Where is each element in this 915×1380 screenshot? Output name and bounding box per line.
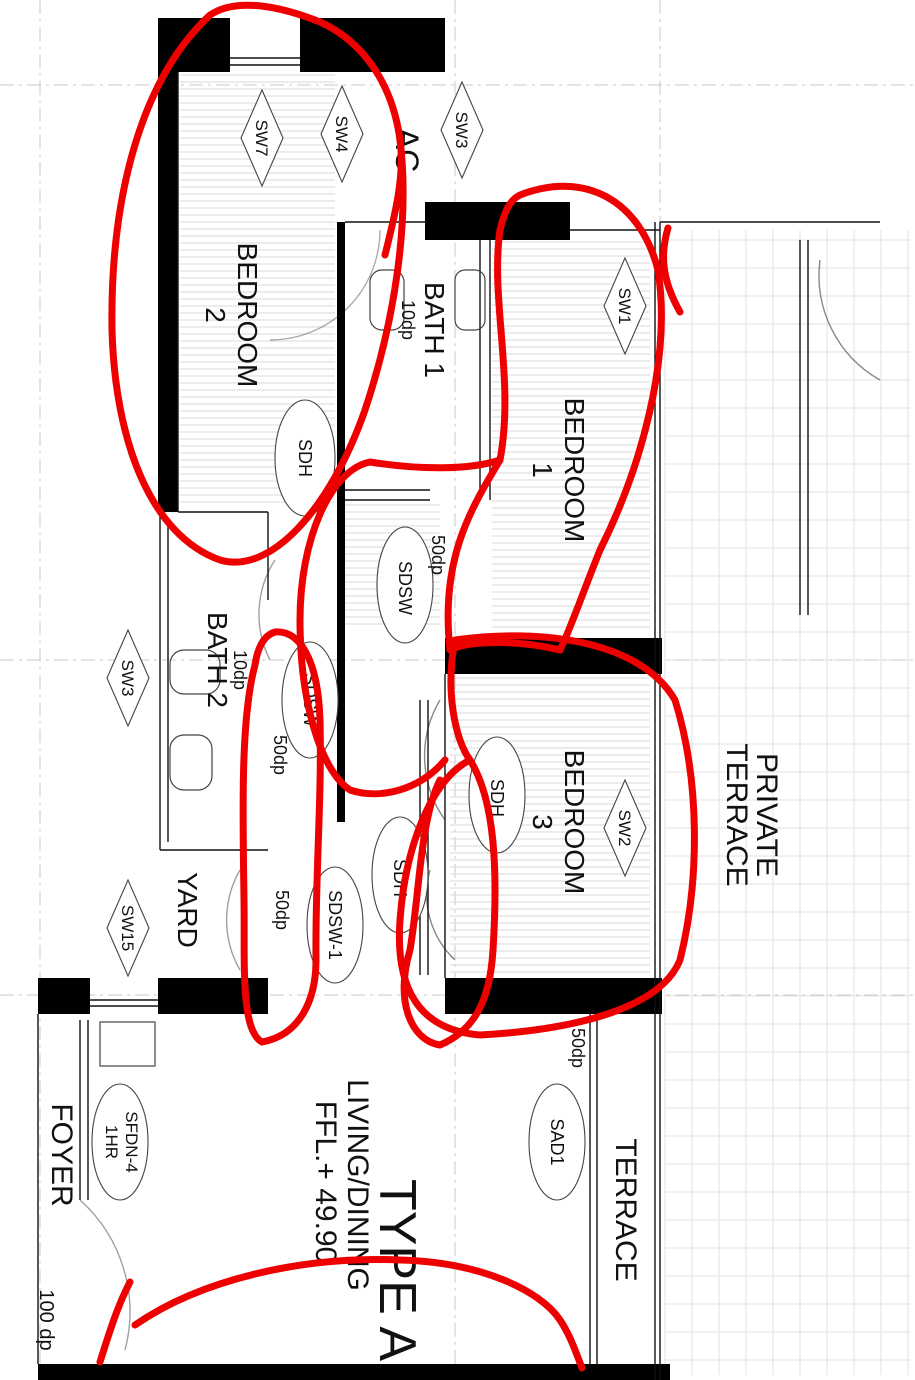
fixtures bbox=[99, 269, 486, 1067]
sdsw1-tag bbox=[306, 866, 364, 984]
sw7-tag bbox=[240, 88, 284, 188]
sdh-bed2-label: SDH bbox=[295, 439, 315, 477]
sdsw-hall-tag bbox=[376, 526, 434, 644]
private-terrace-line2: TERRACE bbox=[720, 743, 753, 886]
bath2-label: BATH 2 bbox=[202, 612, 233, 708]
sw3-top-tag bbox=[440, 80, 484, 180]
yard-label: YARD bbox=[172, 872, 203, 948]
sw15-tag bbox=[106, 878, 150, 978]
sink-icon bbox=[454, 269, 486, 331]
private-terrace-line1: PRIVATE bbox=[750, 753, 783, 877]
level-label: FFL.+ 49.90 bbox=[309, 1101, 342, 1264]
sw1-label: SW1 bbox=[615, 288, 634, 325]
bedroom1-name: BEDROOM bbox=[559, 398, 590, 543]
dp-b-label: 50dp bbox=[272, 890, 292, 930]
sw3-left-tag bbox=[106, 628, 150, 728]
markup-bedroom1-tick bbox=[660, 224, 684, 316]
sw1-tag bbox=[603, 256, 647, 356]
markup-bedroom3-loop bbox=[395, 632, 698, 1039]
markup-bottom-arc bbox=[96, 1256, 586, 1372]
markup-bedroom1-hook bbox=[296, 456, 504, 798]
sfdn4-rating-label: 1HR bbox=[102, 1125, 121, 1159]
floor-hatching bbox=[180, 74, 650, 973]
foyer-label: FOYER bbox=[45, 1103, 78, 1206]
sdsw-hall-label: SDSW bbox=[395, 561, 415, 615]
bedroom2-name: BEDROOM bbox=[232, 243, 263, 388]
bath1-dp-label: 10dp bbox=[398, 300, 418, 340]
sdsw1-label: SDSW-1 bbox=[325, 890, 345, 960]
bedroom1-number: 1 bbox=[527, 462, 558, 478]
sad1-tag bbox=[528, 1083, 586, 1201]
foyer-dp-label: 100 dp bbox=[35, 1289, 57, 1350]
red-markup bbox=[96, 1, 698, 1372]
living-dining-label: LIVING/DINING bbox=[341, 1079, 374, 1291]
sw2-tag bbox=[603, 778, 647, 878]
bedroom3-name: BEDROOM bbox=[559, 750, 590, 895]
hall-dp-label: 50dp bbox=[428, 535, 448, 575]
wall-bottom bbox=[38, 1364, 670, 1380]
dp-a-label: 50dp bbox=[270, 735, 290, 775]
bath1-label: BATH 1 bbox=[419, 282, 450, 378]
tag-shapes bbox=[91, 80, 647, 1201]
bedroom3-number: 3 bbox=[527, 814, 558, 830]
ac-label: AC bbox=[389, 128, 425, 172]
terrace-tiles bbox=[664, 230, 910, 1375]
sw7-label: SW7 bbox=[252, 120, 271, 157]
sw3-left-label: SW3 bbox=[118, 660, 137, 697]
room-labels: TYPE A LIVING/DINING FFL.+ 49.90 BEDROOM… bbox=[45, 128, 783, 1362]
sfdn4-label: SFDN-4 bbox=[122, 1111, 141, 1172]
sw15-label: SW15 bbox=[118, 905, 137, 951]
sw4-label: SW4 bbox=[332, 116, 351, 153]
sw2-label: SW2 bbox=[615, 810, 634, 847]
sad1-label: SAD1 bbox=[547, 1118, 567, 1165]
sdh-bed3-label: SDH bbox=[487, 779, 507, 817]
sw3-top-label: SW3 bbox=[452, 112, 471, 149]
markup-bedroom1-loop bbox=[444, 182, 665, 654]
toilet-icon bbox=[169, 649, 221, 695]
sink-icon bbox=[169, 734, 213, 791]
markup-bedroom3-inner bbox=[400, 756, 499, 1049]
bedroom2-number: 2 bbox=[200, 307, 231, 323]
kitchen-sink-icon bbox=[99, 1021, 156, 1067]
unit-title: TYPE A bbox=[368, 1179, 426, 1361]
terrace-label: TERRACE bbox=[609, 1138, 642, 1281]
partitions bbox=[37, 57, 880, 1380]
wall-yard bbox=[158, 978, 268, 1014]
terrace-dp-label: 50dp bbox=[568, 1028, 588, 1068]
wall-foyer bbox=[38, 978, 90, 1014]
dimension-labels: 10dp 50dp 10dp 50dp 50dp 50dp 100 dp bbox=[35, 300, 588, 1351]
markup-bedroom2-tail bbox=[381, 136, 405, 259]
wall-bath1-west bbox=[337, 222, 345, 822]
walls bbox=[38, 18, 670, 1380]
markup-bath2-loop bbox=[239, 628, 324, 1046]
sw4-tag bbox=[320, 84, 364, 184]
wall-bedroom2-west bbox=[158, 72, 178, 512]
sfdn4-tag bbox=[91, 1083, 149, 1201]
bath2-dp-label: 10dp bbox=[230, 650, 250, 690]
